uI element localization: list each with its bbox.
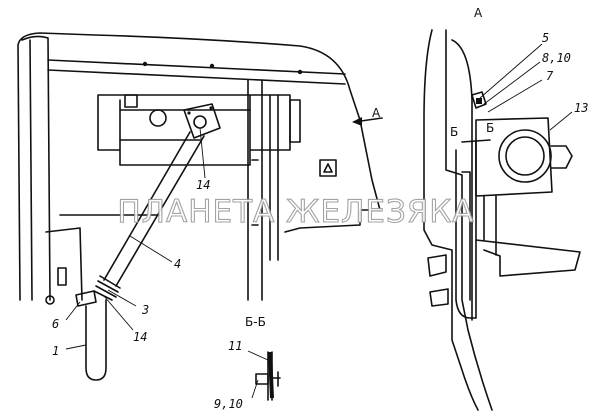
bolt-head — [476, 98, 482, 104]
section-bolt — [255, 371, 281, 387]
view-a-assembly — [423, 29, 581, 411]
cab-front-inner — [445, 29, 493, 411]
duct-inner — [461, 171, 471, 301]
pipe-flange — [183, 103, 221, 139]
view-arrow-head — [352, 117, 362, 126]
shelf-support — [483, 195, 497, 256]
warning-triangle — [319, 159, 337, 177]
duct — [455, 139, 477, 319]
section-mark-left: Б — [450, 125, 458, 139]
callout-8-10: 8,10 — [542, 51, 571, 65]
callout-7: 7 — [546, 69, 554, 83]
rivet — [209, 63, 215, 69]
filter-outlet — [550, 145, 573, 169]
view-a-title: А — [474, 6, 483, 20]
side-view-assembly — [17, 32, 381, 381]
leader-lines-right — [479, 43, 573, 131]
section-bb-title: Б-Б — [245, 315, 266, 329]
cab-front-edge — [423, 29, 479, 411]
section-bb-detail — [247, 350, 281, 401]
door-line — [45, 214, 161, 301]
engine-port — [149, 109, 167, 127]
callout-6: 6 — [52, 317, 59, 331]
intake-pipe — [103, 131, 205, 287]
flange-hole — [209, 106, 213, 110]
step-block — [429, 288, 449, 307]
flange-bolt — [193, 115, 207, 129]
callout-14-top: 14 — [196, 178, 210, 192]
callout-9-10: 9,10 — [214, 397, 243, 411]
callout-11: 11 — [228, 339, 242, 353]
hose — [85, 299, 107, 381]
section-plate-fill — [268, 352, 274, 398]
engine-side-plate — [289, 99, 301, 143]
callout-4: 4 — [174, 257, 181, 271]
section-line — [461, 139, 491, 143]
callout-14-bottom: 14 — [133, 330, 147, 344]
callout-13: 13 — [574, 101, 588, 115]
top-rail — [47, 59, 346, 85]
callout-5: 5 — [542, 31, 549, 45]
cab-outline — [17, 32, 381, 301]
cab-front-flap — [451, 39, 473, 321]
cab-pillar — [21, 35, 51, 301]
callout-3: 3 — [141, 303, 149, 317]
watermark-text: ПЛАНЕТА ЖЕЛЕЗЯКА — [117, 194, 474, 230]
clamp — [75, 290, 97, 307]
bracket — [471, 91, 487, 109]
air-filter-core — [505, 136, 545, 176]
rivet — [142, 61, 148, 67]
corrugated-sleeve — [93, 275, 121, 301]
view-a-arrow-label: А — [372, 106, 381, 120]
step-block — [427, 254, 447, 277]
frame-member — [247, 79, 279, 301]
engine-mount — [124, 94, 138, 108]
hinge — [45, 295, 55, 305]
flange-hole — [187, 111, 191, 115]
air-filter-housing — [498, 129, 552, 183]
callout-1: 1 — [52, 344, 59, 358]
rivet — [297, 69, 303, 75]
section-mark-right: Б — [486, 121, 494, 135]
leader-lines-left — [65, 117, 383, 350]
shelf — [475, 239, 581, 277]
